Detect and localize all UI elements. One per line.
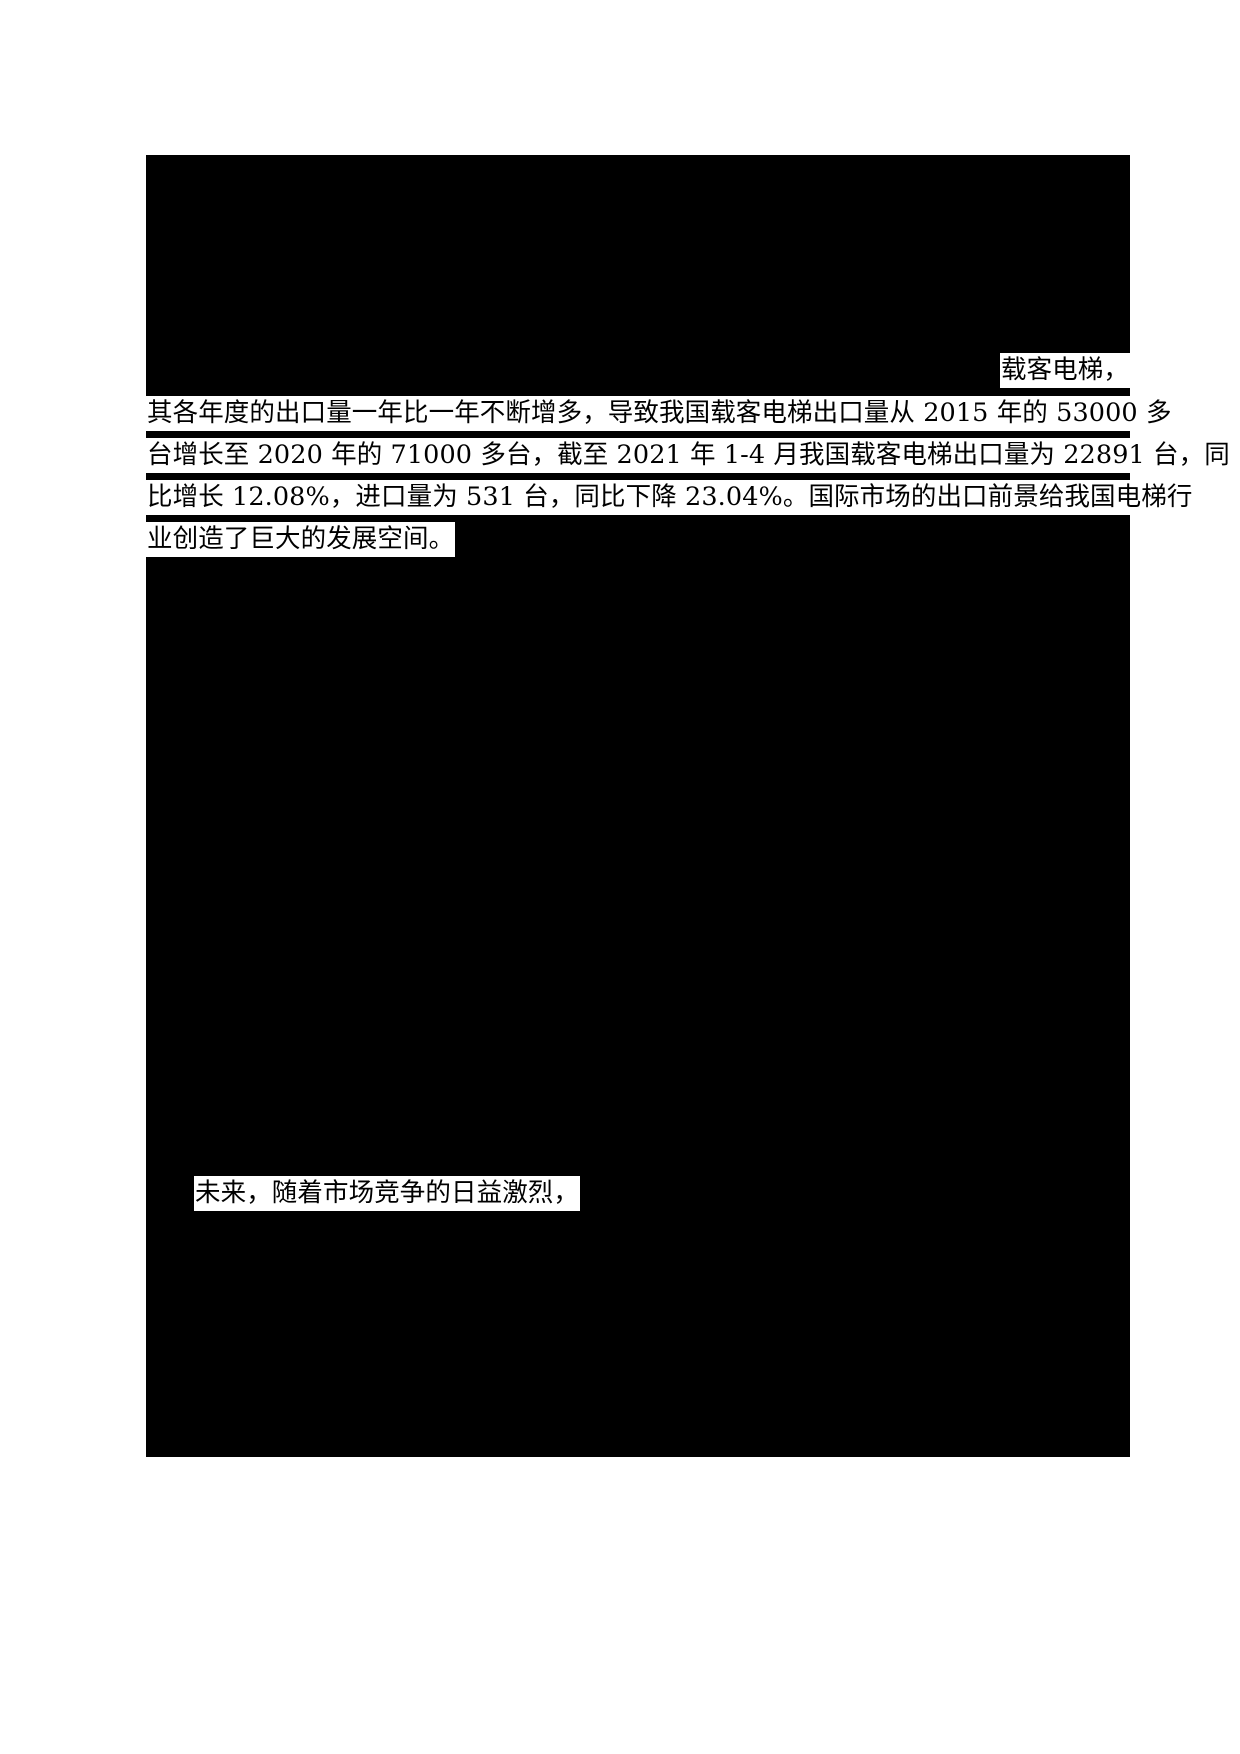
text-line-3: 台增长至 2020 年的 71000 多台，截至 2021 年 1-4 月我国载… <box>146 438 1231 473</box>
document-text-layer: 载客电梯， 其各年度的出口量一年比一年不断增多，导致我国载客电梯出口量从 201… <box>146 155 1231 1457</box>
text-line-2: 其各年度的出口量一年比一年不断增多，导致我国载客电梯出口量从 2015 年的 5… <box>146 396 1173 431</box>
text-run: 业创造了巨大的发展空间。 <box>146 522 456 557</box>
text-line-6: 未来，随着市场竞争的日益激烈， <box>194 1176 581 1211</box>
redaction-overlay <box>146 155 1130 1457</box>
text-run: 台增长至 2020 年的 71000 多台，截至 2021 年 1-4 月我国载… <box>146 438 1231 473</box>
text-run: 载客电梯， <box>999 353 1130 388</box>
text-run: 其各年度的出口量一年比一年不断增多，导致我国载客电梯出口量从 2015 年的 5… <box>146 396 1173 431</box>
text-run: 比增长 12.08%，进口量为 531 台，同比下降 23.04%。国际市场的出… <box>146 480 1194 515</box>
text-line-5: 业创造了巨大的发展空间。 <box>146 522 1130 557</box>
text-run: 未来，随着市场竞争的日益激烈， <box>194 1176 581 1211</box>
text-line-1: 载客电梯， <box>146 353 1130 388</box>
text-line-4: 比增长 12.08%，进口量为 531 台，同比下降 23.04%。国际市场的出… <box>146 480 1194 515</box>
